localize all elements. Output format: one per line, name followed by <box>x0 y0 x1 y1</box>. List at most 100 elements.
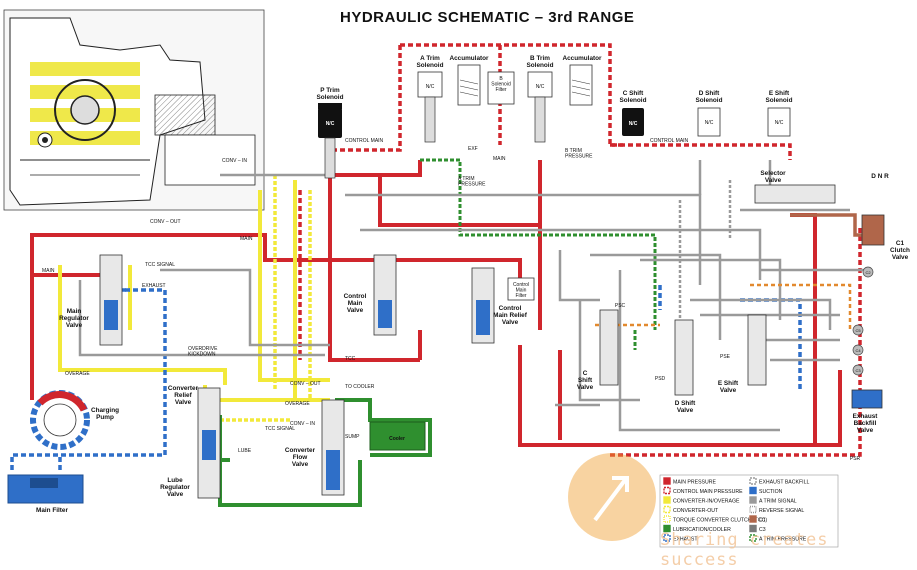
clutch-tag-c3: C3 <box>855 368 861 373</box>
legend-swatch <box>749 486 757 495</box>
legend-label: C3 <box>759 527 766 533</box>
e-shift-nc: N/C <box>775 120 784 126</box>
legend-label: CONVERTER-OUT <box>673 508 719 514</box>
watermark-logo <box>568 453 656 541</box>
line-main-mid: MAIN <box>493 156 506 162</box>
legend-swatch <box>663 524 671 533</box>
legend-label: TORQUE CONVERTER CLUTCH (TCC) <box>673 518 767 524</box>
clutch-tags: C2 C5 C4 C3 <box>852 266 874 376</box>
accumulator-b <box>569 64 593 106</box>
legend-label: EXHAUST <box>673 537 698 543</box>
legend-swatch <box>749 505 757 514</box>
main-pressure-lines <box>30 160 842 447</box>
line-main-left: MAIN <box>42 268 55 274</box>
legend-label: A TRIM SIGNAL <box>759 499 797 505</box>
accumulator-a <box>457 64 481 106</box>
legend-swatch <box>749 534 757 542</box>
d-shift-nc: N/C <box>705 120 714 126</box>
line-overage: OVERAGE <box>65 371 90 377</box>
legend-swatch <box>663 515 671 523</box>
e-shift-solenoid: N/C <box>767 107 791 137</box>
label-pse: PSE <box>720 354 731 360</box>
clutch-tag-c5: C5 <box>855 328 861 333</box>
line-tcc: TCC <box>345 356 356 362</box>
diagram-title: HYDRAULIC SCHEMATIC – 3rd RANGE <box>340 9 635 26</box>
legend-label: SUCTION <box>759 489 783 495</box>
valve-bodies: Cooler <box>99 184 885 499</box>
label-accumulator-a: Accumulator <box>449 55 489 62</box>
d-shift-solenoid: N/C <box>697 107 721 137</box>
line-control-main: CONTROL MAIN <box>345 138 384 144</box>
legend-label: MAIN PRESSURE <box>673 480 716 486</box>
line-lube: LUBE <box>238 448 252 454</box>
clutch-tag-c2: C2 <box>865 270 871 275</box>
line-main-top: MAIN <box>240 236 253 242</box>
line-conv-out: CONV – OUT <box>150 219 181 225</box>
legend-label: A TRIM PRESSURE <box>759 537 807 543</box>
c-shift-nc: N/C <box>629 121 638 127</box>
label-accumulator-b: Accumulator <box>562 55 602 62</box>
label-psr: PSR <box>850 456 861 462</box>
b-trim-nc: N/C <box>536 84 545 90</box>
p-trim-solenoid: N/C <box>318 103 342 179</box>
legend-swatch <box>663 534 671 542</box>
label-main-filter: Main Filter <box>36 507 68 514</box>
legend-swatch <box>663 477 671 485</box>
p-trim-nc: N/C <box>326 121 335 127</box>
legend-label: CONVERTER-IN/OVERAGE <box>673 499 740 505</box>
label-psd: PSD <box>655 376 666 382</box>
legend-swatch <box>663 505 671 514</box>
legend-swatch <box>749 496 757 504</box>
a-trim-nc: N/C <box>426 84 435 90</box>
c-shift-solenoid: N/C <box>622 108 644 136</box>
legend-swatch <box>663 486 671 495</box>
signal-lines <box>78 160 870 432</box>
legend-label: CONTROL MAIN PRESSURE <box>673 489 743 495</box>
line-conv-in: CONV – IN <box>222 158 247 164</box>
line-sump: SUMP <box>345 434 360 440</box>
line-conv-out-2: CONV – OUT <box>290 381 321 387</box>
main-filter <box>7 474 84 504</box>
line-exf: EXF <box>468 146 478 152</box>
legend-label: C1 <box>759 518 766 524</box>
charging-pump <box>30 390 90 450</box>
label-dnr: D N R <box>871 173 889 180</box>
legend-swatch <box>749 524 757 533</box>
b-solenoid-filter <box>487 71 515 105</box>
legend-label: LUBRICATION/COOLER <box>673 527 731 533</box>
line-exhaust: EXHAUST <box>142 283 166 289</box>
legend-label: REVERSE SIGNAL <box>759 508 804 514</box>
watermark-text: Sharing creates success <box>660 530 829 570</box>
line-overage-2: OVERAGE <box>285 401 310 407</box>
legend-swatch <box>749 477 757 485</box>
transmission-cross-section <box>3 9 265 211</box>
label-psc: PSC <box>615 303 626 309</box>
hydraulic-schematic: N/C N/C N/C N/C N/C N/C <box>3 9 910 548</box>
clutch-tag-c4: C4 <box>855 348 861 353</box>
b-trim-solenoid: N/C <box>527 71 553 143</box>
line-tcc-signal-2: TCC SIGNAL <box>265 426 295 432</box>
legend-swatch <box>663 496 671 504</box>
line-control-main-2: CONTROL MAIN <box>650 138 689 144</box>
